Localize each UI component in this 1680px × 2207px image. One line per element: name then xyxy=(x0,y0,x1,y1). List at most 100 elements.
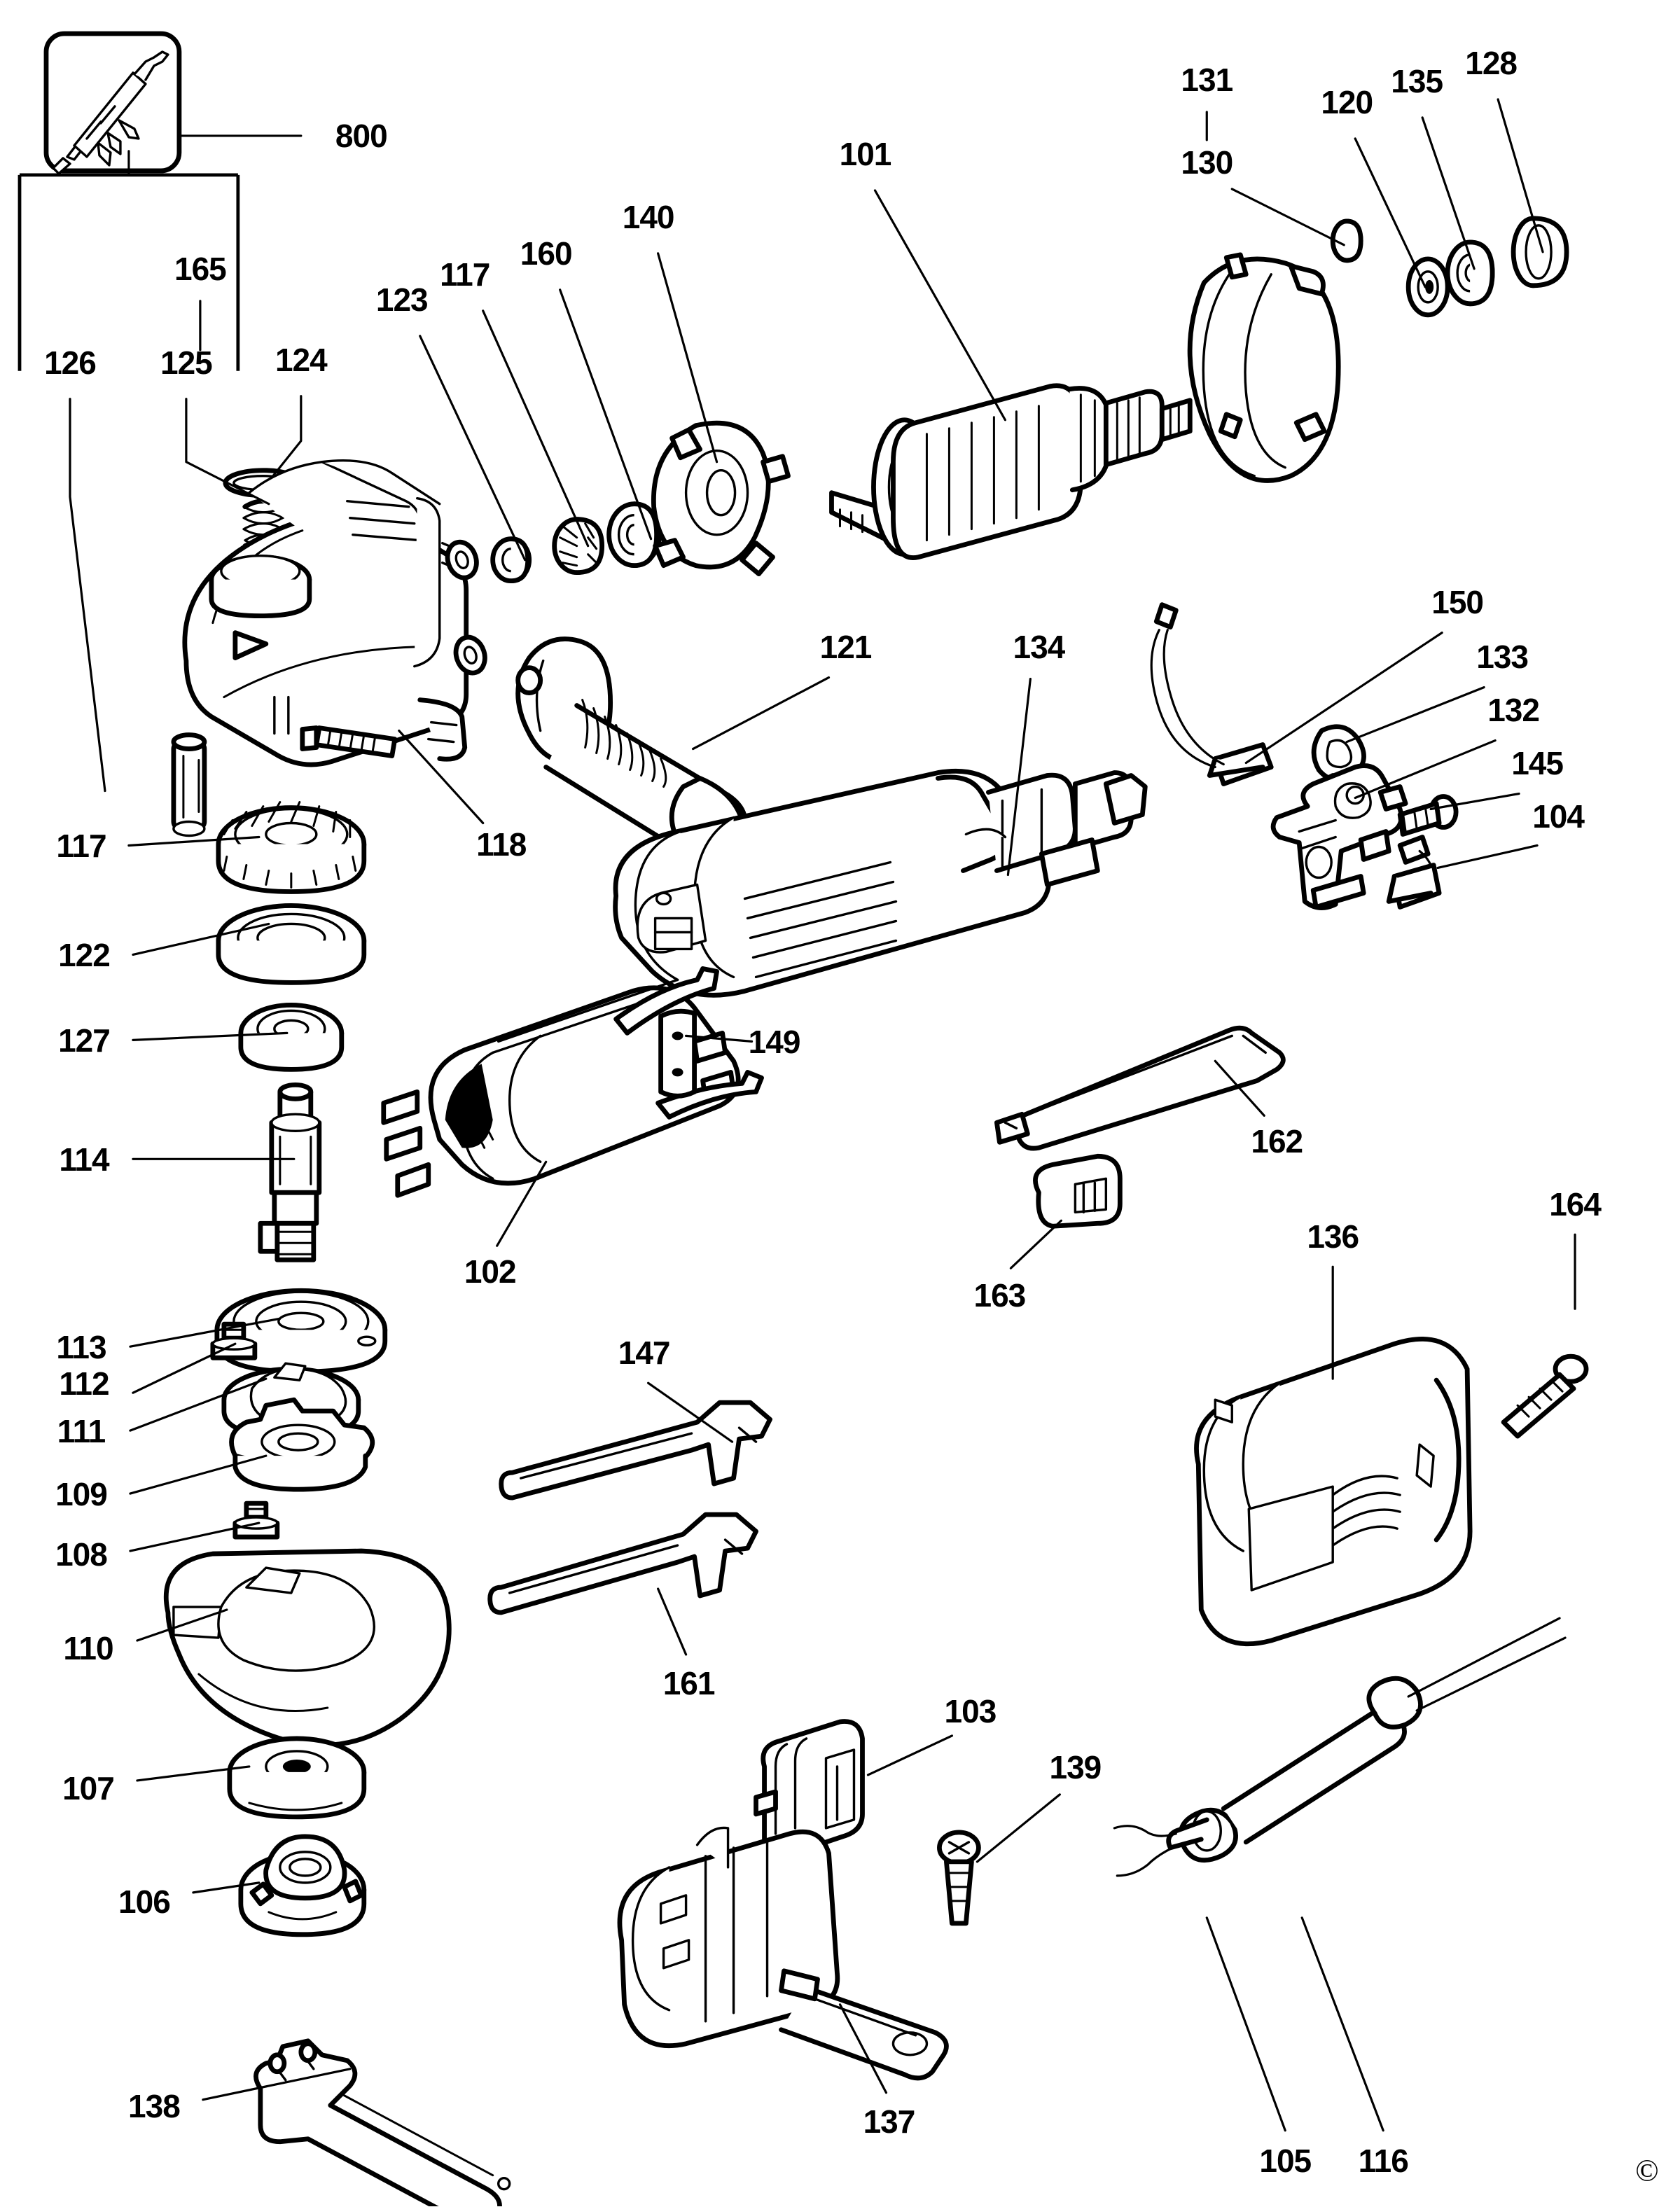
leader-line-112 xyxy=(132,1342,237,1394)
part-callout-103: 103 xyxy=(944,1693,997,1729)
part-callout-118: 118 xyxy=(476,826,527,863)
part-callout-134: 134 xyxy=(1013,629,1066,665)
part-164-screw xyxy=(1501,1353,1589,1439)
part-callout-150: 150 xyxy=(1431,584,1484,620)
part-callout-116: 116 xyxy=(1358,2143,1409,2179)
part-134-motor-housing xyxy=(613,768,1148,998)
part-callout-160: 160 xyxy=(520,235,573,272)
leader-line-113 xyxy=(129,1317,282,1348)
leader-line-103 xyxy=(866,1734,954,1776)
part-callout-164: 164 xyxy=(1549,1186,1602,1223)
leader-line-140 xyxy=(657,252,718,464)
part-132-brush-holder xyxy=(1270,763,1408,910)
part-107-inner-flange xyxy=(227,1736,367,1820)
part-123-bush xyxy=(490,536,532,584)
gear-case-housing xyxy=(182,459,487,767)
part-108-screw xyxy=(232,1501,280,1540)
part-callout-162: 162 xyxy=(1251,1123,1303,1160)
part-callout-136: 136 xyxy=(1307,1218,1359,1255)
part-callout-127: 127 xyxy=(58,1022,111,1059)
part-callout-120: 120 xyxy=(1321,84,1373,120)
part-callout-117: 117 xyxy=(56,828,106,864)
leader-line-128 xyxy=(1497,98,1544,253)
part-131-plug xyxy=(1330,218,1363,263)
part-112-screw xyxy=(210,1321,258,1360)
part-161-lever xyxy=(487,1512,758,1615)
part-109-lock-plate xyxy=(229,1397,375,1492)
inset-tool-illustration xyxy=(43,31,182,175)
part-160-bearing xyxy=(606,501,662,569)
part-callout-132: 132 xyxy=(1487,692,1540,728)
leader-line-127 xyxy=(132,1031,289,1041)
leader-line-133 xyxy=(1345,685,1485,744)
leader-line-135 xyxy=(1421,116,1476,270)
part-105-116-cord xyxy=(1113,1617,1567,1877)
part-114-spindle xyxy=(258,1082,322,1262)
part-110-wheel-guard xyxy=(163,1548,452,1748)
part-135-bearing xyxy=(1445,239,1495,307)
leader-line-137 xyxy=(838,2003,888,2094)
part-138-spanner-wrench xyxy=(254,2038,511,2206)
leader-line-126 xyxy=(69,398,106,793)
part-callout-138: 138 xyxy=(128,2088,181,2124)
leader-line-163 xyxy=(1009,1219,1062,1269)
part-callout-149: 149 xyxy=(748,1024,801,1060)
part-callout-105: 105 xyxy=(1259,2143,1312,2179)
leader-line-111 xyxy=(129,1377,268,1432)
part-callout-104: 104 xyxy=(1532,798,1585,835)
part-callout-102: 102 xyxy=(464,1253,517,1290)
part-callout-101: 101 xyxy=(839,136,892,172)
part-128-sleeve xyxy=(1511,216,1569,288)
part-117-pinion-gear xyxy=(552,517,605,576)
part-callout-122: 122 xyxy=(58,937,111,973)
leader-line-149 xyxy=(684,1034,754,1043)
part-163-switch-button xyxy=(1033,1153,1123,1229)
part-callout-137: 137 xyxy=(863,2103,916,2140)
part-callout-145: 145 xyxy=(1511,745,1564,781)
part-callout-165: 165 xyxy=(174,251,227,287)
part-139-screw xyxy=(937,1830,981,1926)
leader-line-117 xyxy=(127,835,261,847)
part-150-suppressor xyxy=(1150,602,1274,786)
bracket-165 xyxy=(18,150,240,371)
part-callout-110: 110 xyxy=(63,1630,113,1666)
part-callout-147: 147 xyxy=(618,1335,671,1371)
part-102-field-stator xyxy=(381,966,764,1198)
part-callout-107: 107 xyxy=(62,1770,115,1806)
leader-line-106 xyxy=(192,1881,261,1894)
leader-line-118 xyxy=(398,729,485,825)
part-callout-133: 133 xyxy=(1476,639,1529,675)
part-136-rear-cover xyxy=(1194,1337,1473,1647)
leader-line-122 xyxy=(132,922,270,956)
leader-lines xyxy=(69,98,1576,2132)
leader-line-134 xyxy=(1006,677,1032,877)
part-106-clamp-nut xyxy=(238,1834,367,1937)
part-callout-128: 128 xyxy=(1465,45,1518,81)
part-callout-121: 121 xyxy=(819,629,873,665)
copyright-mark: © xyxy=(1635,2153,1659,2188)
part-callout-139: 139 xyxy=(1049,1749,1102,1785)
leader-line-102 xyxy=(496,1160,548,1247)
part-104-carbon-brush xyxy=(1386,835,1442,910)
part-122-seal xyxy=(216,903,367,985)
part-callout-135: 135 xyxy=(1391,63,1443,99)
leader-line-138 xyxy=(202,2068,352,2101)
part-162-lock-bar xyxy=(994,1025,1286,1151)
leader-line-116 xyxy=(1300,1916,1384,2132)
leader-line-130 xyxy=(1230,188,1345,246)
part-callout-130: 130 xyxy=(1181,144,1233,181)
leader-line-161 xyxy=(657,1587,688,1656)
leader-line-150 xyxy=(1244,632,1443,765)
leader-line-139 xyxy=(976,1793,1061,1863)
leader-line-105 xyxy=(1205,1916,1286,2132)
part-callout-123: 123 xyxy=(375,281,429,318)
leader-line-108 xyxy=(129,1522,261,1552)
part-callout-140: 140 xyxy=(622,199,675,235)
part-126-pin xyxy=(171,732,207,837)
part-127-bearing xyxy=(238,1002,345,1072)
part-149-terminal-plate xyxy=(658,1008,697,1099)
leader-line-124 xyxy=(272,395,303,478)
leader-line-109 xyxy=(129,1454,268,1495)
leader-line-117 xyxy=(482,309,590,548)
